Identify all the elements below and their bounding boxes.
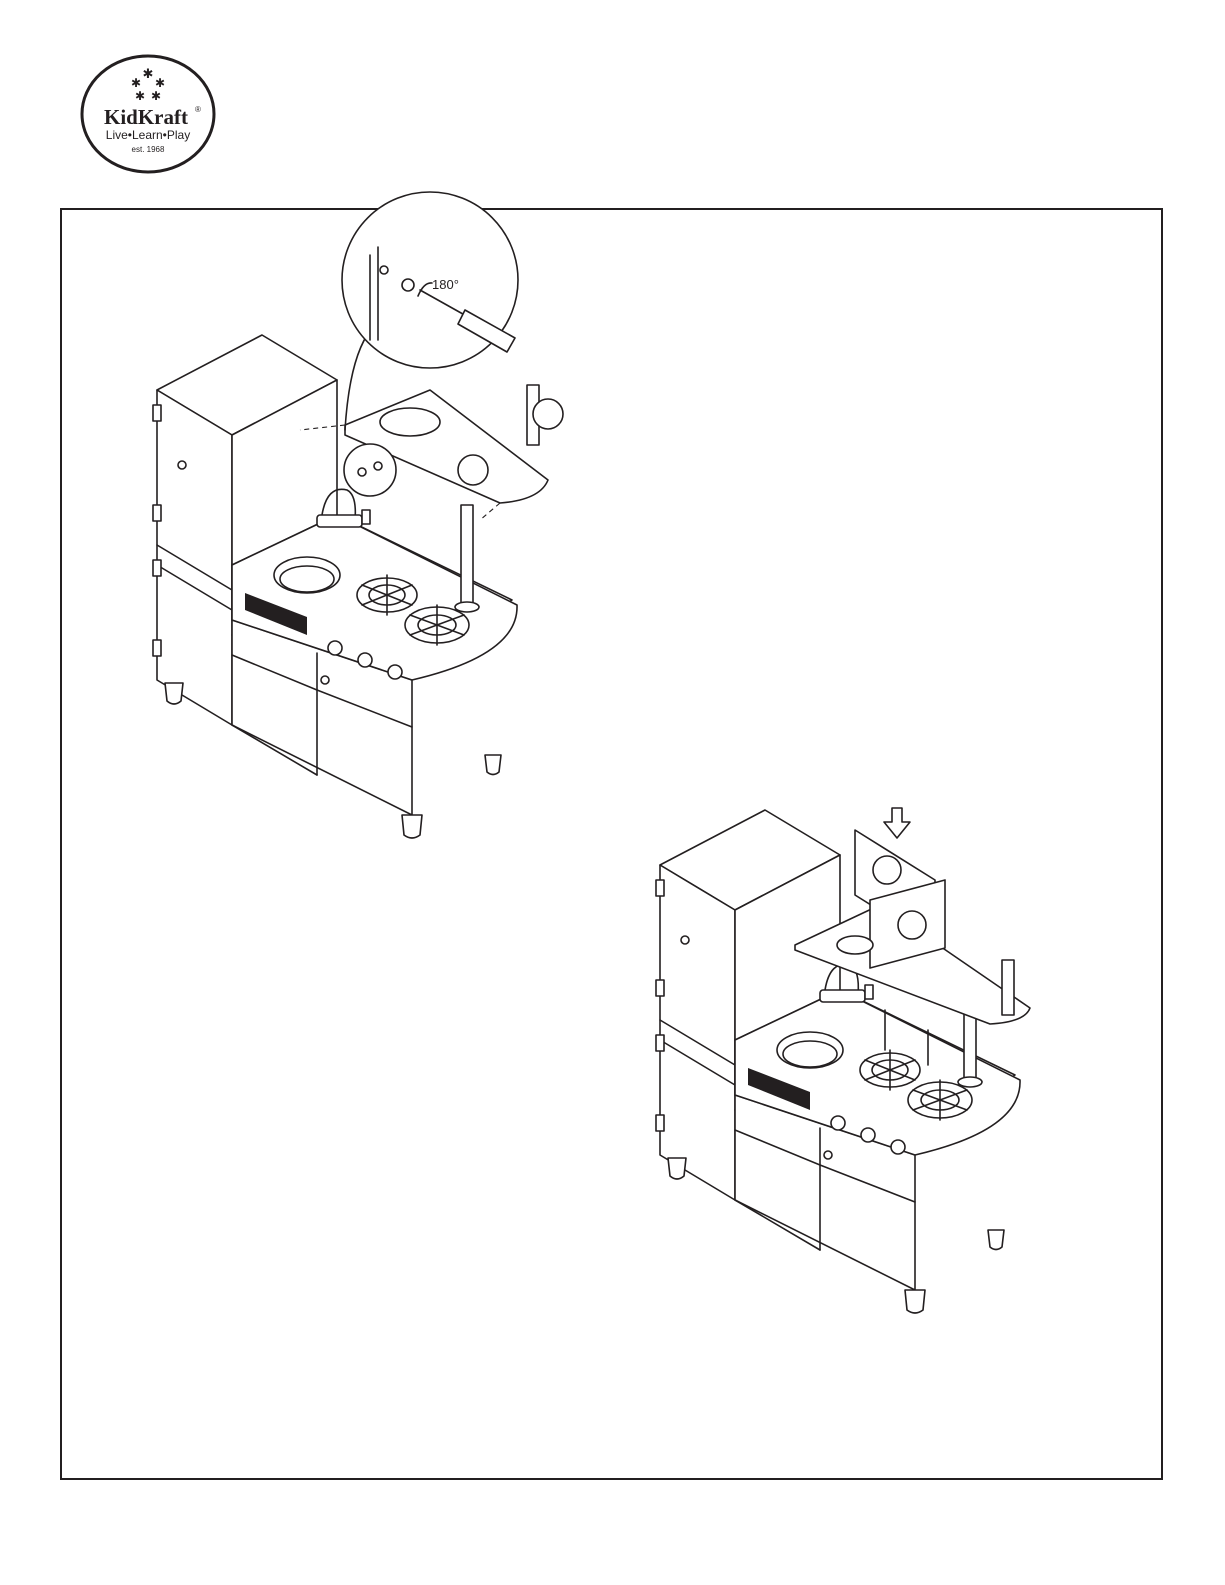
panel-callout-circle-2	[898, 911, 926, 939]
panel-callout-circle-1	[873, 856, 901, 884]
diagram-step-b	[656, 808, 1030, 1313]
cam-detail-circle	[344, 444, 396, 496]
diagram-step-a: 180°	[153, 192, 563, 838]
rotation-angle-label: 180°	[432, 277, 459, 292]
post-callout-circle	[533, 399, 563, 429]
down-arrow-icon	[884, 808, 910, 838]
cam-lock-icon	[402, 279, 414, 291]
shelf-callout-circle	[458, 455, 488, 485]
